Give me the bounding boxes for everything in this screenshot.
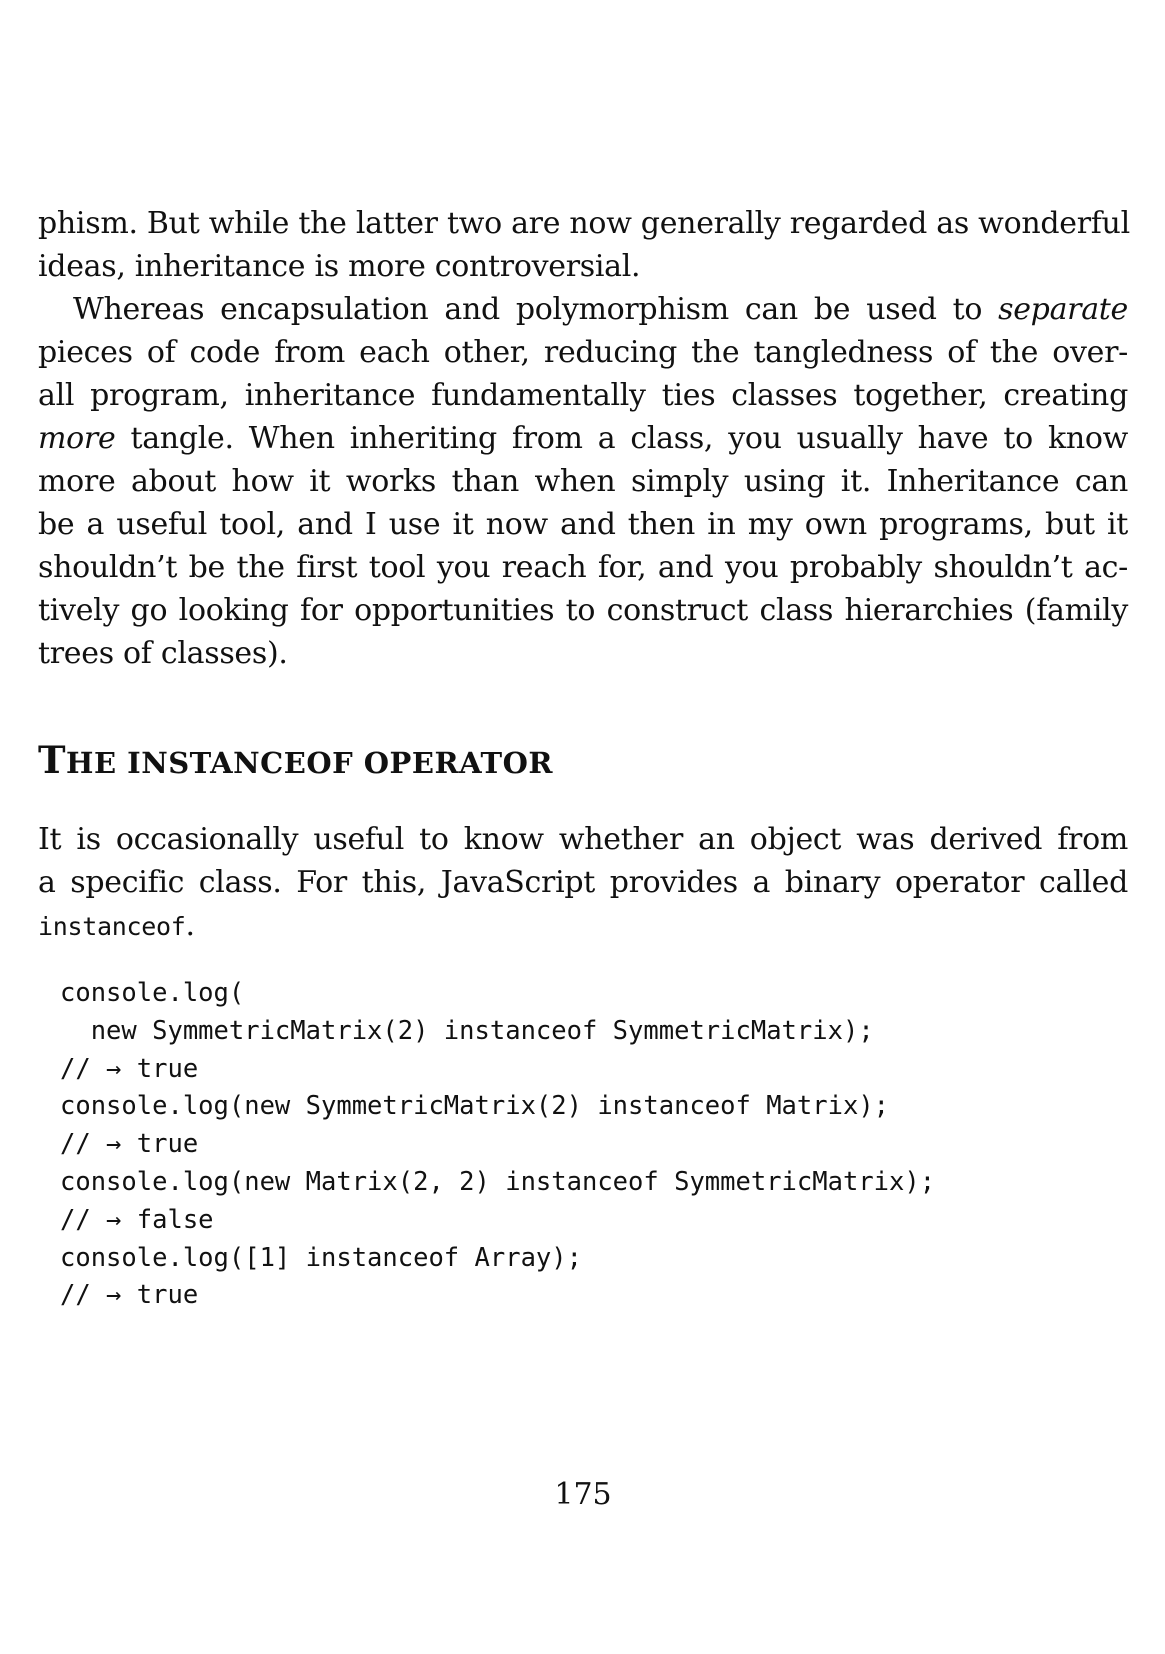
text-line: trees of classes). — [38, 636, 288, 671]
emphasis-more: more — [38, 421, 116, 456]
code-comment-line: // → true — [60, 1280, 199, 1311]
paragraph-inheritance-tangle: Whereas encapsulation and polymorphism c… — [38, 288, 1128, 675]
paragraph-instanceof-intro: It is occasionally useful to know whethe… — [38, 818, 1128, 948]
page-number: 175 — [554, 1477, 612, 1512]
paragraph-inheritance-controversy: phism. But while the latter two are now … — [38, 202, 1130, 288]
text-line: shouldn’t be the first tool you reach fo… — [38, 550, 1128, 585]
inline-code-instanceof: instanceof — [38, 912, 186, 941]
text-line: It is occasionally useful to know whethe… — [38, 822, 1128, 857]
text-line: phism. But while the latter two are now … — [38, 206, 1130, 241]
code-comment-line: // → true — [60, 1053, 199, 1084]
emphasis-separate: separate — [998, 292, 1128, 327]
text-line: Whereas encapsulation and polymorphism c… — [38, 288, 1128, 331]
book-page: phism. But while the latter two are now … — [38, 0, 1130, 1654]
code-line: console.log(new SymmetricMatrix(2) insta… — [60, 1091, 890, 1122]
text-run: tangle. When inheriting from a class, yo… — [115, 421, 1128, 456]
code-comment-line: // → true — [60, 1129, 199, 1160]
code-line: console.log(new Matrix(2, 2) instanceof … — [60, 1166, 936, 1197]
text-line: all program, inheritance fundamentally t… — [38, 378, 1128, 413]
heading-initial: T — [38, 738, 67, 782]
text-line: tively go looking for opportunities to c… — [38, 593, 1128, 628]
text-line: instanceof. — [38, 904, 1128, 948]
heading-smallcaps: he instanceof operator — [66, 746, 553, 780]
text-line: pieces of code from each other, reducing… — [38, 335, 1128, 370]
code-line: console.log([1] instanceof Array); — [60, 1242, 582, 1273]
code-line: new SymmetricMatrix(2) instanceof Symmet… — [60, 1015, 874, 1046]
code-comment-line: // → false — [60, 1204, 214, 1235]
text-run: . — [185, 908, 196, 943]
code-line: console.log( — [60, 978, 245, 1008]
text-line: more about how it works than when simply… — [38, 464, 1128, 499]
code-block: console.log( new SymmetricMatrix(2) inst… — [60, 975, 935, 1315]
text-run: Whereas encapsulation and polymorphism c… — [73, 292, 999, 327]
text-line: ideas, inheritance is more controversial… — [38, 249, 641, 284]
text-line: a specific class. For this, JavaScript p… — [38, 865, 1128, 900]
text-line: more tangle. When inheriting from a clas… — [38, 417, 1128, 460]
text-line: be a useful tool, and I use it now and t… — [38, 507, 1128, 542]
section-heading: The instanceof operator — [38, 738, 553, 782]
